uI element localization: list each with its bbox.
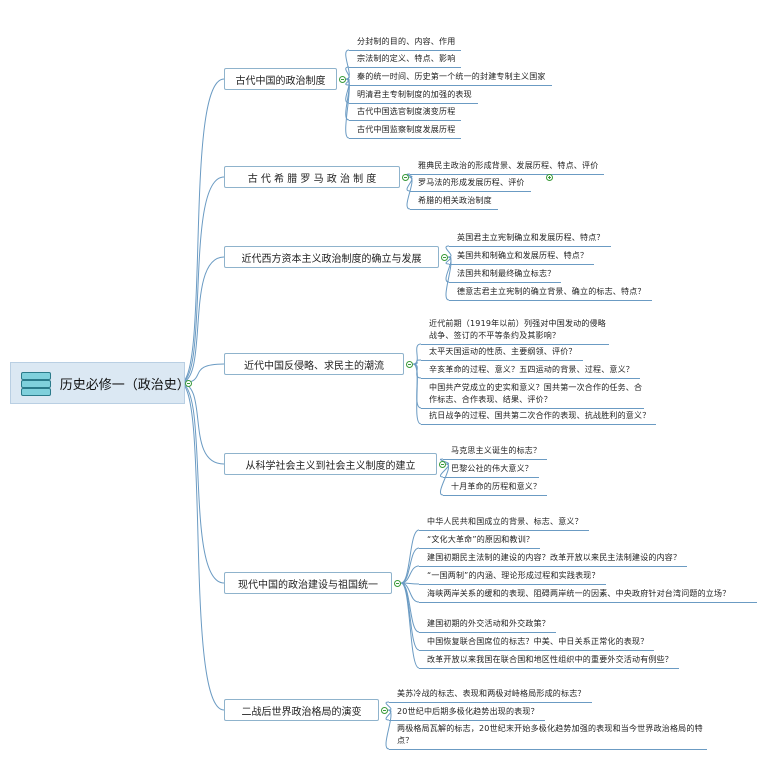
leaf-underline [419,530,589,531]
branch-collapse-toggle[interactable] [394,580,401,587]
leaf-underline [419,584,606,585]
leaf-topic[interactable]: 明清君主专制制度的加强的表现 [357,90,472,99]
branch-node-4[interactable]: 近代中国反侵略、求民主的潮流 [224,353,404,375]
leaf-topic[interactable]: 近代前期（1919年以前）列强对中国发动的侵略战争、签订的不平等条约及其影响？ [429,319,606,340]
leaf-topic[interactable]: 巴黎公社的伟大意义？ [451,464,533,473]
leaf-underline [421,408,644,409]
leaf-topic[interactable]: 中国恢复联合国席位的标志？中美、中日关系正常化的表现？ [427,637,649,646]
leaf-underline [349,138,461,139]
leaf-topic[interactable]: 抗日战争的过程、国共第二次合作的表现、抗战胜利的意义？ [429,411,651,420]
branch-node-3[interactable]: 近代西方资本主义政治制度的确立与发展 [224,246,439,268]
branch-collapse-toggle[interactable] [406,361,413,368]
leaf-topic[interactable]: 希腊的相关政治制度 [418,196,492,205]
leaf-underline [389,720,545,721]
leaf-underline [349,120,461,121]
expand-toggle[interactable] [546,174,553,181]
branch-node-1[interactable]: 古代中国的政治制度 [224,68,337,90]
leaf-underline [349,103,478,104]
leaf-topic[interactable]: 秦的统一时间、历史第一个统一的封建专制主义国家 [357,72,546,81]
books-icon [21,370,51,396]
leaf-topic[interactable]: 建国初期民主法制的建设的内容？改革开放以来民主法制建设的内容？ [427,553,682,562]
leaf-underline [419,602,757,603]
leaf-underline [419,668,679,669]
leaf-underline [389,702,592,703]
leaf-underline [449,264,594,265]
branch-collapse-toggle[interactable] [402,174,409,181]
leaf-underline [419,650,654,651]
leaf-underline [419,566,687,567]
leaf-topic[interactable]: 马克思主义诞生的标志？ [451,446,542,455]
root-node[interactable]: 历史必修一（政治史） [10,362,190,404]
branch-node-5[interactable]: 从科学社会主义到社会主义制度的建立 [224,453,437,475]
leaf-underline [421,360,583,361]
branch-node-7[interactable]: 二战后世界政治格局的演变 [224,699,379,721]
leaf-underline [449,300,652,301]
leaf-topic[interactable]: “一国两制”的内涵、理论形成过程和实践表现？ [427,571,600,580]
root-collapse-toggle[interactable] [185,380,192,387]
leaf-underline [443,459,547,460]
branch-node-6[interactable]: 现代中国的政治建设与祖国统一 [224,572,392,594]
leaf-topic[interactable]: 20世纪中后期多极化趋势出现的表现？ [397,707,539,716]
leaf-topic[interactable]: 建国初期的外交活动和外交政策？ [427,619,550,628]
leaf-underline [443,495,547,496]
leaf-underline [410,191,531,192]
branch-collapse-toggle[interactable] [339,76,346,83]
leaf-underline [349,50,461,51]
leaf-topic[interactable]: 十月革命的历程和意义？ [451,482,542,491]
leaf-topic[interactable]: 中华人民共和国成立的背景、标志、意义？ [427,517,583,526]
leaf-topic[interactable]: 罗马法的形成发展历程、评价 [418,178,525,187]
leaf-underline [419,632,556,633]
leaf-topic[interactable]: 海峡两岸关系的缓和的表现、阻碍两岸统一的因素、中央政府针对台湾问题的立场？ [427,589,731,598]
leaf-underline [349,67,461,68]
leaf-topic[interactable]: 辛亥革命的过程、意义？五四运动的背景、过程、意义？ [429,365,634,374]
leaf-underline [410,174,604,175]
leaf-underline [443,477,539,478]
branch-collapse-toggle[interactable] [381,707,388,714]
leaf-underline [410,209,498,210]
leaf-underline [449,282,561,283]
leaf-topic[interactable]: 古代中国选官制度演变历程 [357,107,456,116]
leaf-underline [421,344,609,345]
leaf-topic[interactable]: 两极格局瓦解的标志，20世纪末开始多极化趋势加强的表现和当今世界政治格局的特点？ [397,724,703,745]
leaf-underline [421,378,640,379]
leaf-topic[interactable]: 古代中国监察制度发展历程 [357,125,456,134]
leaf-underline [389,749,707,750]
leaf-topic[interactable]: 改革开放以来我国在联合国和地区性组织中的重要外交活动有例些？ [427,655,673,664]
leaf-topic[interactable]: 法国共和制最终确立标志？ [457,269,556,278]
root-title: 历史必修一（政治史） [59,377,190,393]
leaf-topic[interactable]: 德意志君主立宪制的确立背景、确立的标志、特点？ [457,287,646,296]
leaf-topic[interactable]: “文化大革命”的原因和教训？ [427,535,535,544]
leaf-underline [349,85,552,86]
leaf-topic[interactable]: 中国共产党成立的史实和意义？国共第一次合作的任务、合作标志、合作表现、结果、评价… [429,383,643,404]
leaf-topic[interactable]: 宗法制的定义、特点、影响 [357,54,456,63]
branch-collapse-toggle[interactable] [439,461,446,468]
leaf-topic[interactable]: 分封制的目的、内容、作用 [357,37,456,46]
leaf-underline [449,246,611,247]
leaf-underline [421,424,656,425]
branch-collapse-toggle[interactable] [441,254,448,261]
leaf-topic[interactable]: 英国君主立宪制确立和发展历程、特点？ [457,233,605,242]
leaf-topic[interactable]: 太平天国运动的性质、主要纲领、评价？ [429,347,577,356]
leaf-topic[interactable]: 美国共和制确立和发展历程、特点？ [457,251,589,260]
branch-node-2[interactable]: 古 代 希 腊 罗 马 政 治 制 度 [224,166,400,188]
leaf-topic[interactable]: 雅典民主政治的形成背景、发展历程、特点、评价 [418,161,599,170]
leaf-topic[interactable]: 美苏冷战的标志、表现和两极对峙格局形成的标志？ [397,689,586,698]
leaf-underline [419,548,540,549]
